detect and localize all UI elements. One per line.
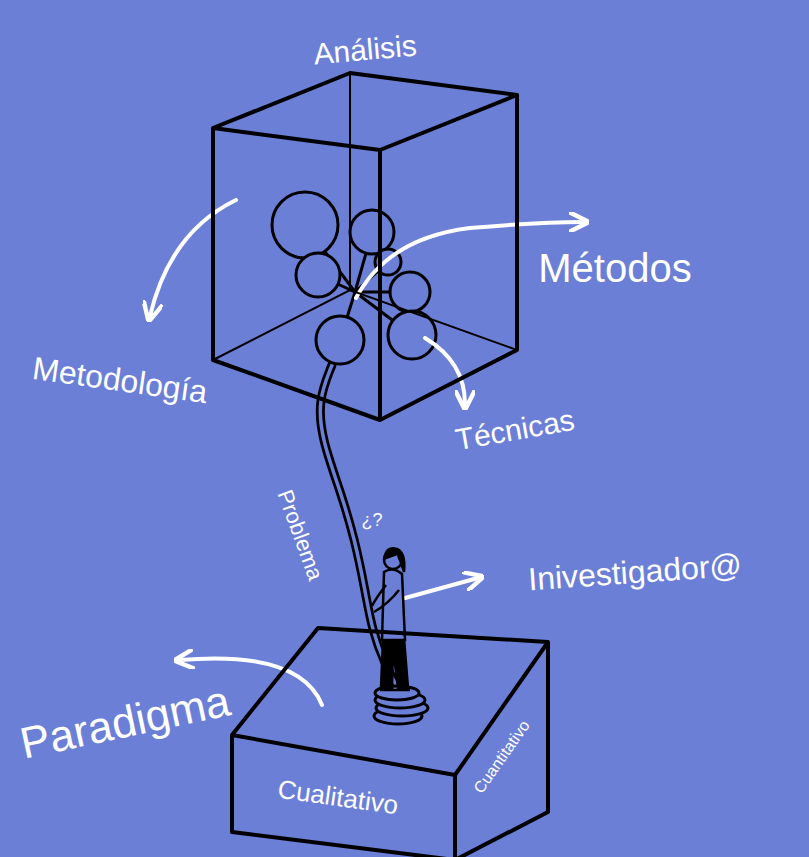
paradigm-base: Cualitativo Cuantitativo (228, 625, 553, 857)
prism-edges (232, 628, 548, 857)
hidden-edges (213, 73, 517, 360)
rope-coil (374, 686, 428, 724)
analysis-cube: Análisis (210, 70, 522, 425)
researcher-figure (372, 548, 410, 690)
part-label: Paradigma (16, 678, 233, 765)
balloons (272, 192, 436, 364)
part-label: Técnicas (453, 405, 576, 455)
question-mark: ¿? (361, 511, 382, 529)
part-label: Métodos (538, 248, 691, 288)
edge-label: Problema (274, 487, 327, 583)
cube-edges (213, 73, 517, 420)
face-label: Cualitativo (276, 776, 400, 819)
cube-outline (210, 70, 522, 425)
part-label: Metodología (31, 352, 210, 408)
face-label: Cuantitativo (471, 718, 533, 796)
figure-label: Inivestigador@ (527, 549, 743, 596)
cube-heading: Análisis (312, 31, 418, 70)
